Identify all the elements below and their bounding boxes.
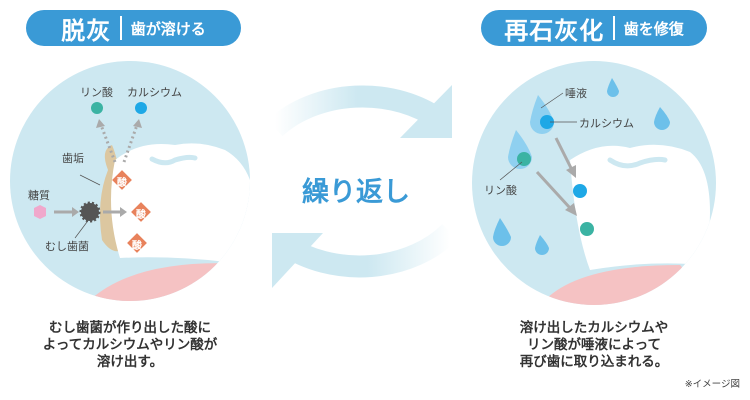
badge-subtitle: 歯が溶ける [130,19,206,38]
dotted-arrow [99,124,117,163]
saliva-label: 唾液 [565,87,587,100]
repeat-label: 繰り返し [302,177,410,208]
acid-markers [112,170,151,253]
sugar-icon [34,205,46,219]
caption-line: むし歯菌が作り出した酸に [49,320,211,336]
cycle-arrow-top [267,85,452,138]
calcium-label: カルシウム [579,117,634,130]
tooth [570,144,710,270]
caption-line: 溶け出したカルシウムや [519,320,669,336]
divider [120,16,122,40]
phosphate-label: リン酸 [484,184,517,197]
badge-title: 脱灰 [61,16,112,45]
phosphate-label: リン酸 [80,86,113,99]
bacteria-icon [79,201,101,223]
acid-label: 酸 [136,210,146,221]
phosphate-dot [517,152,531,166]
sugar-label: 糖質 [28,189,50,202]
demineralization-caption: むし歯菌が作り出した酸に よってカルシウムやリン酸が 溶け出す。 [20,320,240,371]
badge-subtitle: 歯を修復 [623,19,684,38]
remineralization-badge: 再石灰化 歯を修復 [481,10,707,46]
caption-line: リン酸が唾液によって [527,337,661,353]
calcium-dot [540,115,554,129]
badge-title: 再石灰化 [504,16,605,45]
acid-label: 酸 [132,241,142,252]
arrow [554,137,574,171]
image-note: ※イメージ図 [684,379,740,390]
divider [613,16,615,40]
acid-label: 酸 [117,178,127,189]
calcium-dot [573,184,587,198]
phosphate-dot [580,222,594,236]
calcium-dot [135,102,147,114]
arrow [535,170,572,210]
bacteria-label: むし歯菌 [45,240,89,253]
demineralization-badge: 脱灰 歯が溶ける [26,10,241,46]
remineralization-caption: 溶け出したカルシウムや リン酸が唾液によって 再び歯に取り込まれる。 [484,320,704,371]
tooth [111,143,250,265]
cycle-arrow-bottom [272,224,458,288]
plaque-label: 歯垢 [62,152,84,165]
dotted-arrow [122,124,139,163]
phosphate-dot [91,102,103,114]
caption-line: 溶け出す。 [96,354,164,370]
calcium-label: カルシウム [127,86,182,99]
caption-line: 再び歯に取り込まれる。 [519,354,669,370]
caption-line: よってカルシウムやリン酸が [42,337,218,353]
